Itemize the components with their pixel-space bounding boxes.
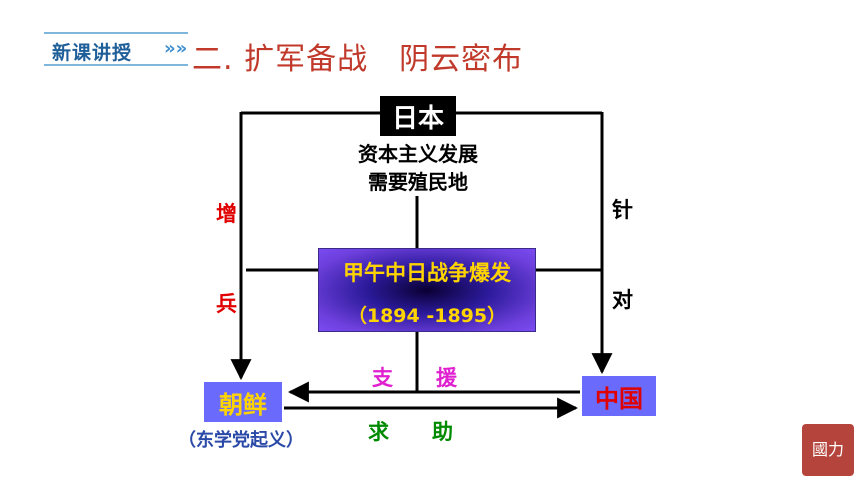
help-label-2: 助: [432, 420, 453, 444]
badge-label: 新课讲授: [52, 42, 133, 64]
support-label-2: 援: [436, 366, 457, 390]
japan-description: 资本主义发展 需要殖民地: [330, 140, 506, 196]
right-label-top: 针: [612, 198, 633, 222]
node-japan: 日本: [380, 96, 456, 136]
japan-desc-line1: 资本主义发展: [358, 142, 478, 166]
japan-desc-line2: 需要殖民地: [368, 170, 468, 194]
chevron-right-icon: »»: [164, 38, 188, 59]
node-china: 中国: [582, 376, 656, 416]
left-label-bottom: 兵: [216, 292, 237, 316]
slide-title: 二. 扩军备战 阴云密布: [192, 42, 524, 77]
help-label-1: 求: [368, 420, 389, 444]
seal-stamp-icon: 國力: [802, 424, 854, 476]
war-title: 甲午中日战争爆发: [343, 261, 511, 285]
node-war: 甲午中日战争爆发 （1894 -1895）: [318, 248, 536, 332]
node-korea: 朝鲜: [204, 382, 282, 422]
left-label-top: 增: [216, 202, 237, 226]
right-label-bottom: 对: [612, 288, 633, 312]
support-label-1: 支: [372, 366, 393, 390]
korea-subtitle: （东学党起义）: [178, 430, 304, 451]
war-years: （1894 -1895）: [347, 305, 507, 327]
seal-text: 國力: [811, 440, 844, 459]
section-badge: 新课讲授 »»: [44, 32, 188, 66]
